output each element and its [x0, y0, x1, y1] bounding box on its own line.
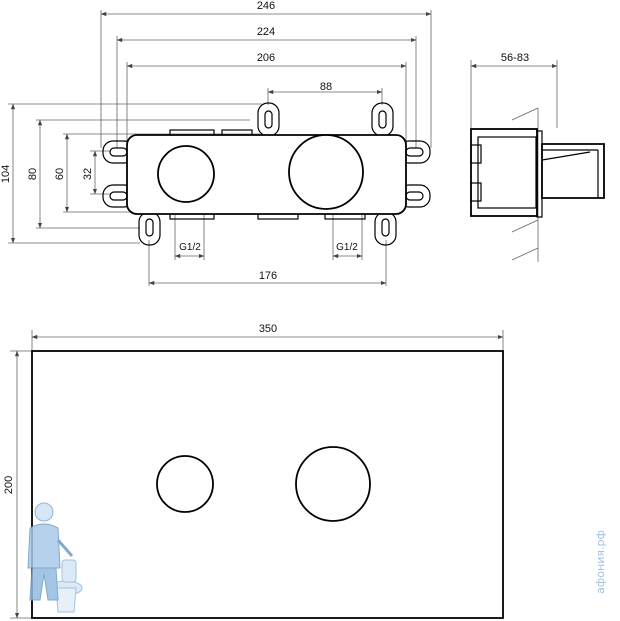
cover-plate-view: 350 200	[3, 323, 504, 619]
dim-label-60: 60	[54, 168, 66, 180]
lug-top-left	[257, 102, 280, 137]
dim-label-thread-left: G1/2	[179, 242, 201, 253]
dim-label-80: 80	[27, 168, 39, 180]
dim-label-depth: 56-83	[501, 52, 529, 64]
lug-top-right	[371, 102, 394, 137]
side-view: 56-83	[470, 52, 605, 262]
dim-label-88: 88	[320, 81, 332, 93]
dim-label-206: 206	[257, 52, 275, 64]
outlet-right	[288, 134, 364, 210]
outlet-left	[157, 145, 215, 203]
dim-label-246: 246	[257, 0, 275, 12]
cover-hole-right	[295, 446, 371, 522]
cover-plate	[31, 350, 504, 619]
dim-label-thread-right: G1/2	[336, 242, 358, 253]
extension-lines-horizontal	[8, 103, 262, 244]
front-view: 246 224 206 88 176 G1/2 G1/2 104 80 60 3…	[0, 0, 432, 286]
lug-bottom-right	[374, 211, 397, 246]
dim-label-350: 350	[259, 323, 277, 335]
dim-label-104: 104	[0, 165, 12, 183]
dim-label-200: 200	[3, 476, 15, 494]
side-body	[470, 128, 605, 218]
extension-lines-vertical	[100, 10, 432, 286]
plumber-mascot-logo	[27, 502, 83, 613]
dim-label-176: 176	[259, 270, 277, 282]
cover-hole-left	[156, 455, 214, 513]
dim-label-224: 224	[257, 26, 275, 38]
dim-label-32: 32	[82, 168, 94, 180]
watermark-site: афония.рф	[594, 530, 607, 594]
lug-bottom-left	[138, 211, 161, 246]
